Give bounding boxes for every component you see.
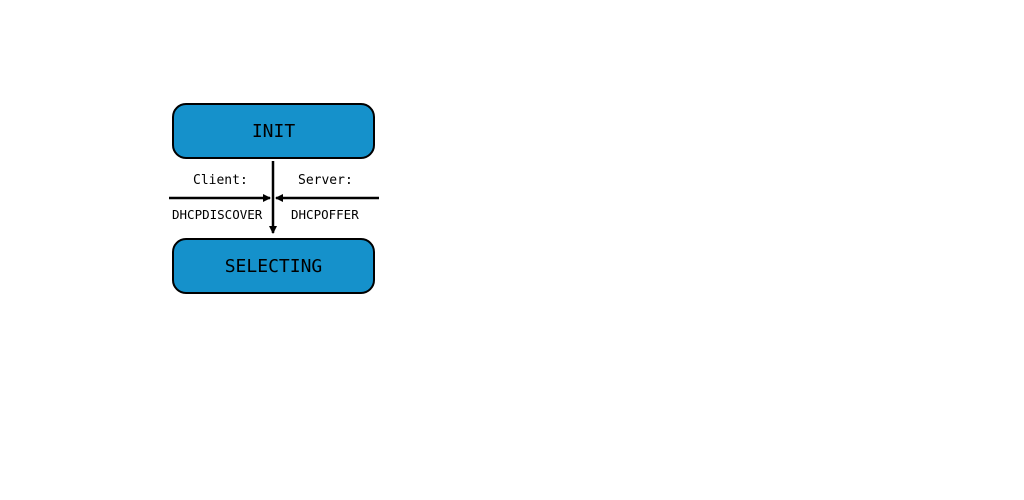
client-label: Client: <box>193 173 248 188</box>
client-message-dhcpdiscover: DHCPDISCOVER <box>172 207 263 222</box>
state-init: INIT <box>172 103 375 159</box>
state-selecting: SELECTING <box>172 238 375 294</box>
server-label: Server: <box>298 173 353 188</box>
state-selecting-label: SELECTING <box>224 255 323 277</box>
state-init-label: INIT <box>251 120 296 142</box>
server-message-dhcpoffer: DHCPOFFER <box>291 207 359 222</box>
